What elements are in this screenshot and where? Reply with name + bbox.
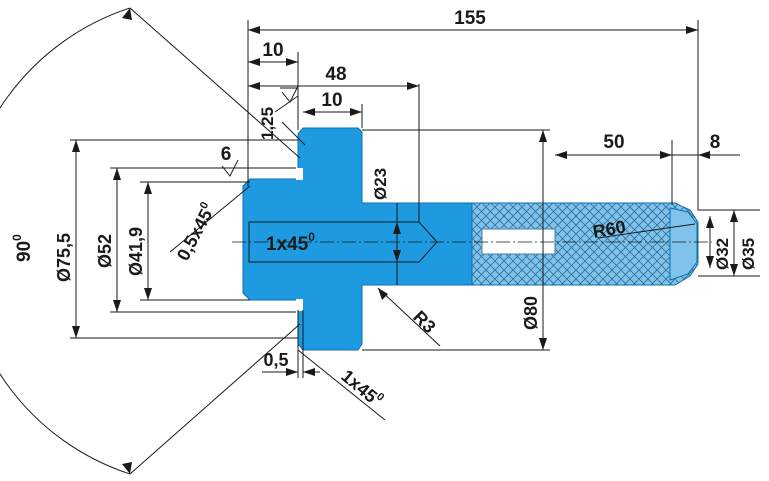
radius-3: R3 [409,307,439,337]
chamfer-0-5x45: 0,5x450 [172,200,219,264]
roughness-6: 6 [221,144,232,165]
roughness-1-25: 1,25 [258,107,277,140]
roughness-symbol-2 [221,159,239,177]
dim-8: 8 [710,132,721,153]
relief-slot [481,228,556,255]
dim-dia-32: Ø32 [713,238,732,270]
roughness-symbols [221,85,299,177]
knurled-shank [471,202,699,286]
dim-dia-52: Ø52 [95,234,115,268]
angle-90: 900 [10,234,35,262]
dim-10-flange: 10 [321,90,342,111]
groove-0-5: 0,5 [263,350,288,370]
dim-dia-35: Ø35 [739,238,758,270]
arrowheads [72,8,738,474]
dim-155: 155 [454,8,486,29]
groove-top [296,168,303,180]
part-body [232,127,712,351]
dim-50: 50 [603,132,624,153]
dim-48: 48 [325,64,346,85]
dim-10-top: 10 [262,40,283,61]
shank-end-cap [669,207,698,281]
dim-dia-75-5: Ø75,5 [54,233,74,282]
dim-dia-41-9: Ø41,9 [126,227,146,276]
groove-bottom [296,299,303,311]
chamfer-bore-1x45: 1x450 [266,230,315,255]
dim-dia-80: Ø80 [521,296,541,330]
dimension-lines [0,7,760,475]
roughness-symbol-1 [281,85,299,103]
dim-dia-23: Ø23 [371,168,390,200]
